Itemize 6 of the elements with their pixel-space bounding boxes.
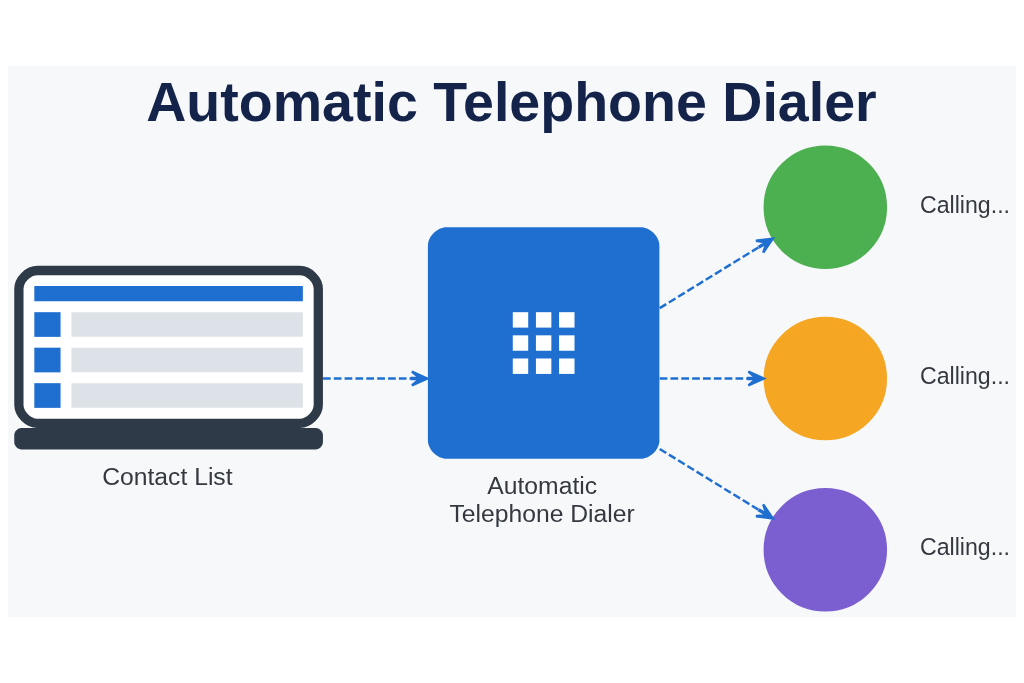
node-label: Automatic Telephone Dialer [449, 471, 635, 527]
node-label: Calling... [919, 534, 1011, 561]
node-label: Contact List [102, 462, 233, 490]
node-label: Calling... [919, 191, 1011, 218]
node-label: Calling... [919, 362, 1011, 389]
diagram-title: Automatic Telephone Dialer [146, 71, 877, 134]
